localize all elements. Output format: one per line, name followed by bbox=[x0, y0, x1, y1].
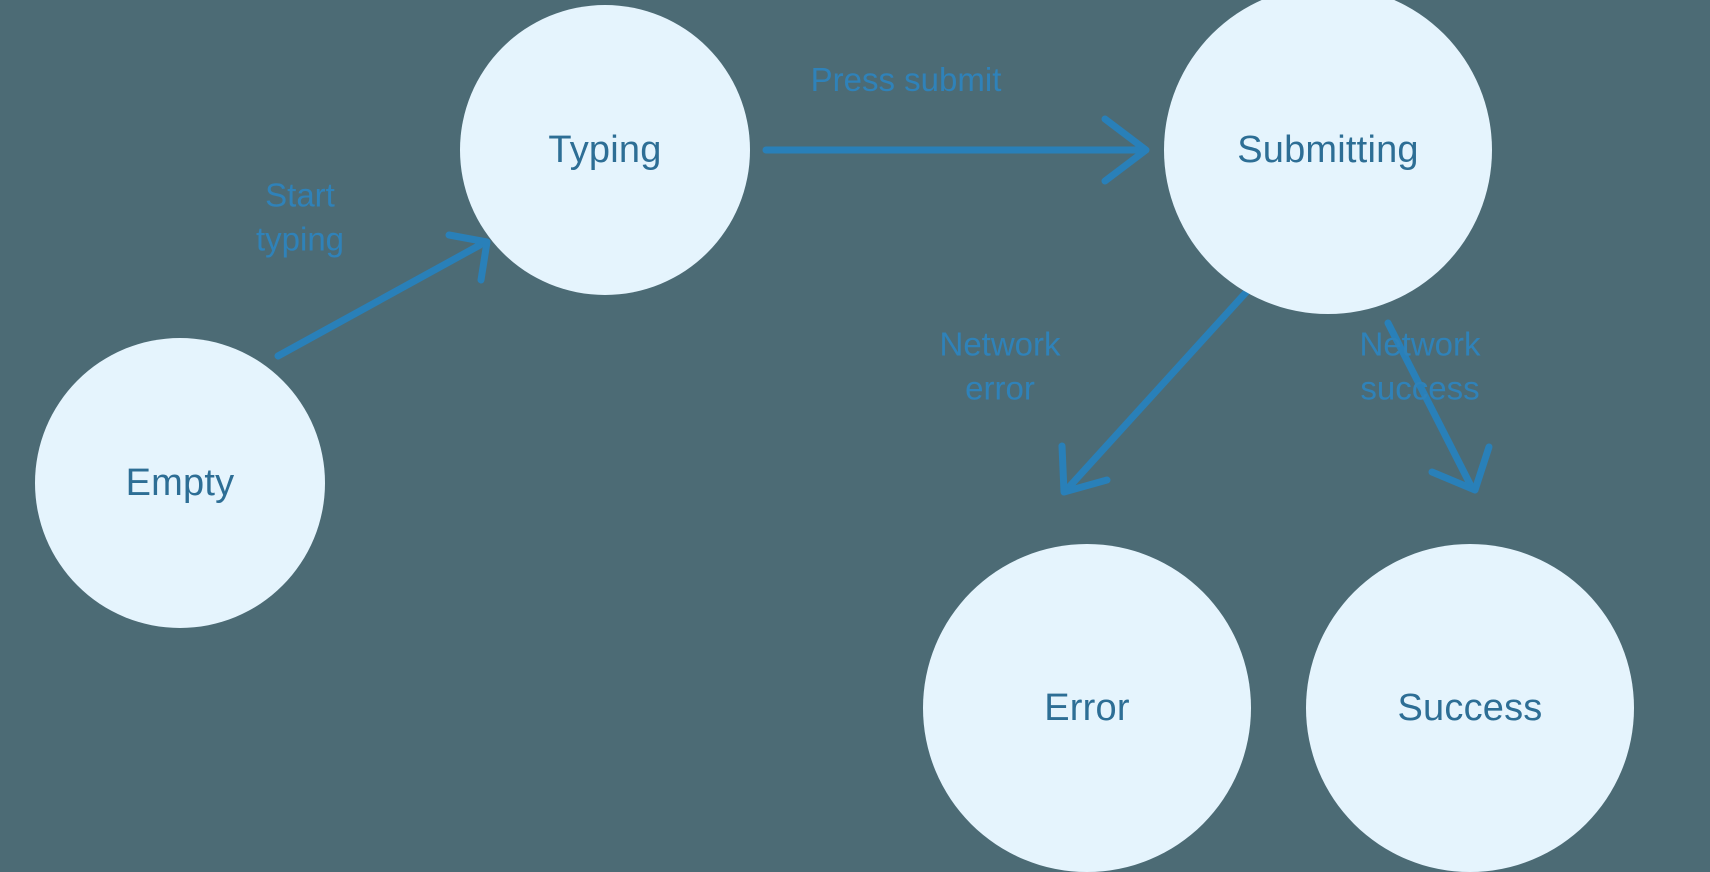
state-label-typing: Typing bbox=[548, 129, 662, 171]
arrowhead-network-success bbox=[1428, 443, 1493, 494]
state-node-success[interactable]: Success bbox=[1306, 544, 1634, 872]
state-node-empty[interactable]: Empty bbox=[35, 338, 325, 628]
state-label-success: Success bbox=[1397, 687, 1543, 729]
state-node-error[interactable]: Error bbox=[923, 544, 1251, 872]
state-node-submitting[interactable]: Submitting bbox=[1164, 0, 1492, 314]
edge-line-network-error bbox=[1066, 284, 1254, 490]
state-label-empty: Empty bbox=[125, 462, 235, 504]
state-label-error: Error bbox=[1044, 687, 1130, 729]
edge-line-network-success bbox=[1384, 319, 1474, 488]
state-node-typing[interactable]: Typing bbox=[460, 5, 750, 295]
state-label-submitting: Submitting bbox=[1237, 129, 1419, 171]
edge-typing-to-submitting bbox=[762, 115, 1150, 185]
edge-line-start-typing bbox=[274, 241, 484, 360]
edge-empty-to-typing bbox=[274, 231, 491, 360]
edge-submitting-to-error bbox=[1058, 284, 1254, 496]
edge-submitting-to-success bbox=[1384, 319, 1493, 494]
arrowhead-network-error bbox=[1058, 442, 1111, 496]
arrowhead-press-submit bbox=[1101, 115, 1150, 185]
arrowhead-start-typing bbox=[445, 231, 491, 284]
